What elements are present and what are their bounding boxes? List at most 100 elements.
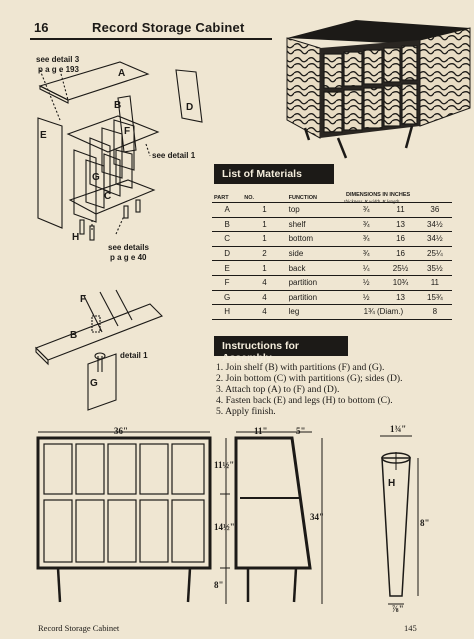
cell-width: 16 <box>383 246 418 262</box>
detail-caption: detail 1 <box>120 351 148 360</box>
exploded-view <box>37 61 203 241</box>
callout-detail3: see detail 3 <box>36 55 80 64</box>
front-upper-dim: 11½" <box>214 460 234 470</box>
col-thickness <box>349 194 383 203</box>
assembly-steps: 1. Join shelf (B) with partitions (F) an… <box>216 362 456 417</box>
front-view <box>36 431 230 604</box>
cell-width: 13 <box>383 217 418 233</box>
materials-header-row: PART NO. FUNCTION <box>212 194 452 203</box>
leg-bottom-dim: ⅞" <box>392 604 404 614</box>
part-label-g: G <box>92 172 100 183</box>
footer-title: Record Storage Cabinet <box>38 623 120 633</box>
col-function: FUNCTION <box>288 195 318 201</box>
cell-width: 13 <box>383 290 418 306</box>
cell-function: side <box>286 246 350 262</box>
col-no: NO. <box>244 195 255 201</box>
side-height-dim: 34" <box>310 512 324 522</box>
side-offset-dim: 5" <box>296 426 306 436</box>
dimensions-heading: DIMENSIONS IN INCHES <box>346 192 411 198</box>
callout-detail1: see detail 1 <box>152 151 196 160</box>
cell-part: D <box>212 246 243 262</box>
page-title: Record Storage Cabinet <box>92 20 245 35</box>
part-label-h: H <box>72 232 79 243</box>
cell-length: 11 <box>417 275 452 291</box>
detail-label-b: B <box>70 330 77 341</box>
part-label-c: C <box>104 191 111 202</box>
page-number: 16 <box>34 20 49 35</box>
detail-label-f: F <box>80 294 86 305</box>
assembly-heading: Instructions for Assembly <box>214 336 348 364</box>
front-lower-dim: 14½" <box>214 522 235 532</box>
cell-thickness: ¾ <box>349 217 384 233</box>
front-leg-dim: 8" <box>214 580 224 590</box>
cell-part: G <box>212 290 243 306</box>
cell-width: 16 <box>383 231 418 247</box>
part-label-f: F <box>124 126 130 137</box>
callout-details: see details <box>108 243 149 252</box>
callout-page193: p a g e 193 <box>38 65 79 74</box>
cell-thickness: ¼ <box>349 260 384 276</box>
cabinet-photo <box>286 20 471 159</box>
cell-part: E <box>212 260 243 276</box>
part-label-d: D <box>186 102 193 113</box>
col-part: PART <box>214 195 229 201</box>
leg-view <box>380 435 419 605</box>
leg-top-dim: 1¾" <box>390 424 406 434</box>
cell-width: 25½ <box>383 260 418 276</box>
cell-no: 4 <box>242 290 287 306</box>
cell-part: F <box>212 275 243 291</box>
footer-page-number: 145 <box>404 623 417 633</box>
header-rule <box>30 38 272 40</box>
cell-no: 1 <box>242 231 287 247</box>
detail-view <box>35 289 163 411</box>
front-width-dim: 36" <box>114 426 128 436</box>
cell-length: 35½ <box>417 260 452 276</box>
col-width <box>383 194 417 203</box>
cell-function: partition <box>286 275 350 291</box>
col-length <box>418 194 452 203</box>
part-label-a: A <box>118 68 125 79</box>
cell-function: bottom <box>286 231 350 247</box>
cell-thickness: ¾ <box>349 246 384 262</box>
detail-label-g: G <box>90 378 98 389</box>
list-item: 5. Apply finish. <box>216 406 276 417</box>
cell-width: 10¾ <box>383 275 418 291</box>
callout-page40: p a g e 40 <box>110 253 147 262</box>
cell-part: H <box>212 304 243 320</box>
list-item: 4. Fasten back (E) and legs (H) to botto… <box>216 395 393 406</box>
leg-length-dim: 8" <box>420 518 430 528</box>
cell-function: top <box>286 202 350 218</box>
side-view <box>234 431 323 604</box>
cell-length: 15¾ <box>417 290 452 306</box>
cell-length: 34½ <box>417 217 452 233</box>
cell-part: A <box>212 202 243 218</box>
cell-width: 11 <box>383 202 418 218</box>
cell-no: 4 <box>242 275 287 291</box>
cell-no: 1 <box>242 217 287 233</box>
cell-function: leg <box>286 304 350 320</box>
cell-no: 4 <box>242 304 287 320</box>
cell-part: C <box>212 231 243 247</box>
cell-part: B <box>212 217 243 233</box>
cell-function: partition <box>286 290 350 306</box>
cell-no: 1 <box>242 260 287 276</box>
cell-thickness: ½ <box>349 290 384 306</box>
cell-function: back <box>286 260 350 276</box>
list-item: 1. Join shelf (B) with partitions (F) an… <box>216 362 385 373</box>
cell-thickness: 1¾ (Diam.) <box>349 304 418 320</box>
list-item: 3. Attach top (A) to (F) and (D). <box>216 384 340 395</box>
cell-thickness: ½ <box>349 275 384 291</box>
cell-thickness: ¾ <box>349 231 384 247</box>
cell-thickness: ¾ <box>349 202 384 218</box>
cell-no: 2 <box>242 246 287 262</box>
